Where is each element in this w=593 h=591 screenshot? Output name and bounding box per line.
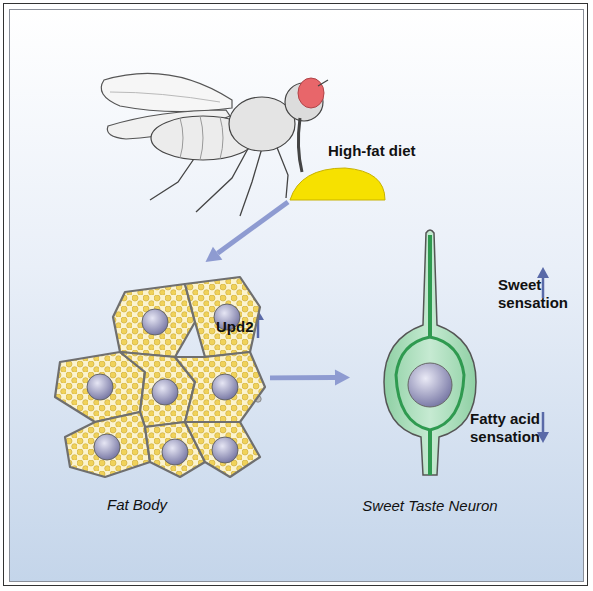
flow-arrow [206, 202, 289, 262]
food-drop: High-fat diet [288, 165, 388, 202]
neuron-label: Sweet Taste Neuron [330, 497, 530, 515]
fat-body-shape [55, 262, 270, 487]
arrow-shaft [218, 202, 288, 253]
food-drop-shape [288, 165, 388, 202]
arrow-shaft [270, 375, 335, 380]
effect-label: Sweet sensation [498, 276, 578, 312]
effect-label: Fatty acid sensation [470, 410, 560, 446]
flow-arrow [270, 370, 350, 386]
tissue-label: Fat Body [107, 496, 167, 514]
arrow-head [206, 247, 223, 262]
hormone-label: Upd2 [216, 318, 254, 336]
fat-body: Fat Body [55, 262, 270, 487]
arrow-head [335, 370, 350, 386]
diet-label: High-fat diet [328, 142, 416, 160]
